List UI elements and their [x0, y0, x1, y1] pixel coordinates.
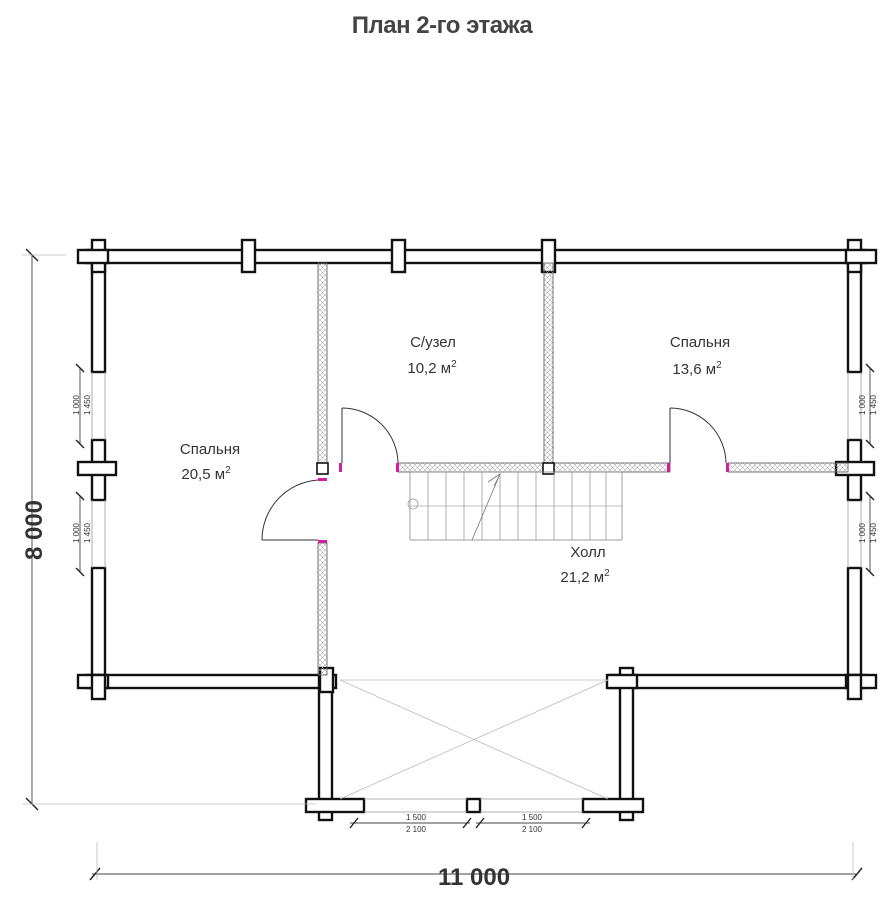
total-height-dimension: 8 000	[21, 500, 48, 560]
left-window-top-1000: 1 000	[72, 394, 81, 415]
right-window-top-1000: 1 000	[858, 394, 867, 415]
staircase	[407, 471, 623, 541]
total-width-dimension: 11 000	[438, 864, 510, 891]
windows	[91, 372, 862, 813]
bay-left-2100: 2 100	[406, 825, 427, 834]
right-window-bottom-1000: 1 000	[858, 522, 867, 543]
bay-right-2100: 2 100	[522, 825, 543, 834]
right-window-top-1450: 1 450	[869, 394, 878, 415]
dimensions: 8 000 11 000 1 000 1 450 1 000 1 450 1 0…	[21, 248, 878, 891]
room-hall-area: 21,2 м2	[560, 568, 610, 586]
plan-title: План 2-го этажа	[351, 12, 533, 39]
room-bathroom-name: С/узел	[410, 334, 456, 351]
right-window-bottom-1450: 1 450	[869, 522, 878, 543]
left-window-bottom-1000: 1 000	[72, 522, 81, 543]
room-bathroom-area: 10,2 м2	[407, 359, 457, 377]
room-bedroom-left-area: 20,5 м2	[181, 465, 231, 483]
room-bedroom-right-area: 13,6 м2	[672, 360, 722, 378]
partitions	[316, 262, 849, 676]
room-bedroom-left-name: Спальня	[180, 441, 240, 458]
bay-right-1500: 1 500	[522, 813, 543, 822]
left-window-bottom-1450: 1 450	[83, 522, 92, 543]
outer-walls	[76, 238, 878, 822]
doors	[261, 407, 727, 541]
left-window-top-1450: 1 450	[83, 394, 92, 415]
open-to-below	[339, 679, 609, 800]
room-hall-name: Холл	[570, 544, 605, 561]
bay-left-1500: 1 500	[406, 813, 427, 822]
room-bedroom-right-name: Спальня	[670, 334, 730, 351]
room-labels: Спальня 20,5 м2 С/узел 10,2 м2 Спальня 1…	[180, 334, 730, 586]
